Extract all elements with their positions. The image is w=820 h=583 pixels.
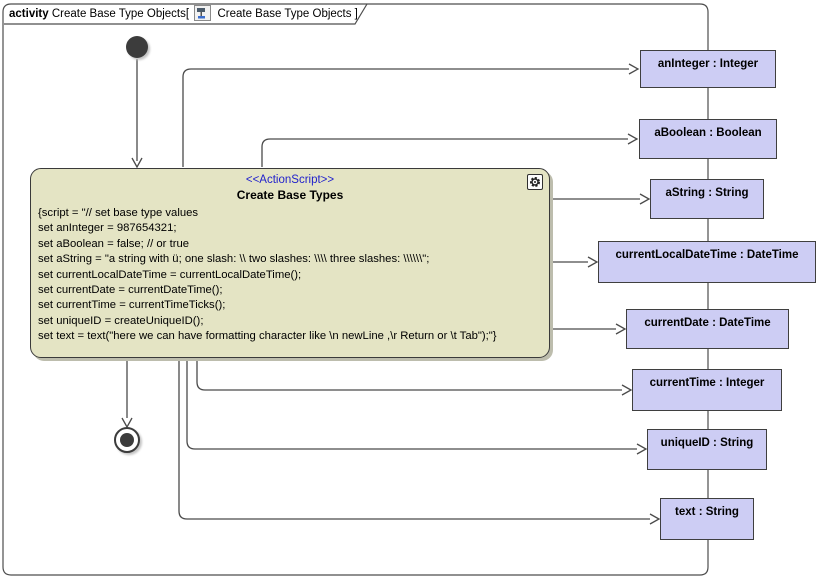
parameter-node-aBoolean[interactable]: aBoolean : Boolean	[639, 119, 777, 159]
initial-node[interactable]	[126, 36, 148, 58]
gear-icon	[527, 174, 543, 190]
action-node-create-base-types[interactable]: <<ActionScript>> Create Base Types {scri…	[30, 168, 550, 358]
parameter-node-currentDate[interactable]: currentDate : DateTime	[626, 309, 789, 349]
parameter-label: uniqueID : String	[660, 437, 754, 449]
action-script-line: set anInteger = 987654321;	[38, 222, 177, 235]
action-script-line: set currentDate = currentDateTime();	[38, 284, 223, 297]
action-script-line: set aString = "a string with ü; one slas…	[38, 253, 430, 266]
frame-keyword: activity	[9, 8, 49, 20]
parameter-label: currentLocalDateTime : DateTime	[615, 249, 799, 261]
activity-final-node[interactable]	[114, 427, 140, 453]
parameter-node-anInteger[interactable]: anInteger : Integer	[640, 50, 776, 88]
parameter-label: currentTime : Integer	[649, 377, 765, 389]
frame-title: activity Create Base Type Objects[ Creat…	[4, 4, 358, 24]
action-script-line: set currentLocalDateTime = currentLocalD…	[38, 268, 302, 281]
frame-title-text-2: Create Base Type Objects ]	[214, 8, 358, 20]
frame-title-text: Create Base Type Objects[	[51, 8, 193, 20]
action-script-body: {script = "// set base type values set an…	[31, 206, 549, 345]
action-script-line: set aBoolean = false; // or true	[38, 237, 190, 250]
parameter-node-currentTime[interactable]: currentTime : Integer	[632, 369, 782, 411]
parameter-node-currentLocalDateTime[interactable]: currentLocalDateTime : DateTime	[598, 241, 816, 283]
action-script-line: set uniqueID = createUniqueID();	[38, 314, 204, 327]
action-stereotype: <<ActionScript>>	[245, 174, 335, 186]
parameter-label: aString : String	[665, 187, 749, 199]
parameter-node-text[interactable]: text : String	[660, 498, 754, 540]
parameter-label: text : String	[675, 506, 739, 518]
parameter-label: currentDate : DateTime	[644, 317, 771, 329]
parameter-node-aString[interactable]: aString : String	[650, 179, 764, 219]
activity-final-inner-dot	[120, 433, 134, 447]
parameter-label: anInteger : Integer	[657, 58, 759, 70]
parameter-label: aBoolean : Boolean	[654, 127, 762, 139]
parameter-node-uniqueID[interactable]: uniqueID : String	[647, 429, 767, 470]
action-script-line: set text = text("here we can have format…	[38, 330, 497, 343]
action-script-line: {script = "// set base type values	[38, 207, 199, 219]
activity-diagram-icon	[194, 4, 212, 24]
action-name: Create Base Types	[236, 188, 344, 202]
action-script-line: set currentTime = currentTimeTicks();	[38, 299, 226, 312]
